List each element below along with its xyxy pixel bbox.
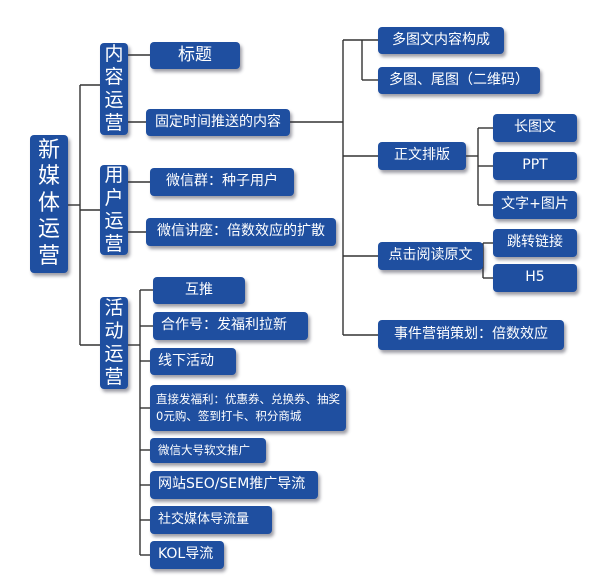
user-ops-node: 用户运营	[100, 164, 128, 255]
jump-link-label: 跳转链接	[507, 234, 563, 251]
read-original-label: 点击阅读原文	[388, 247, 473, 264]
h5-node: H5	[493, 264, 577, 292]
scheduled-content-label: 固定时间推送的内容	[155, 113, 281, 130]
ppt-label: PPT	[522, 157, 548, 174]
activity-item-kol: KOL导流	[150, 541, 224, 569]
activity-item-direct-benefit: 直接发福利：优惠券、兑换券、抽奖0元购、签到打卡、积分商城	[150, 385, 346, 431]
read-original-node: 点击阅读原文	[378, 242, 483, 270]
activity-item-big-account: 微信大号软文推广	[150, 438, 266, 463]
wechat-group-label: 微信群：种子用户	[166, 173, 278, 190]
root-label: 新媒体运营	[37, 138, 60, 269]
title-label: 标题	[178, 44, 212, 65]
activity-item-label: KOL导流	[158, 546, 214, 563]
multi-tail-label: 多图、尾图（二维码）	[389, 71, 529, 88]
wechat-lecture-node: 微信讲座：倍数效应的扩散	[146, 218, 336, 246]
long-image-label: 长图文	[514, 119, 556, 136]
text-image-label: 文字+图片	[501, 196, 569, 213]
activity-item-mutual: 互推	[153, 277, 245, 304]
content-ops-label: 内容运营	[104, 43, 124, 134]
activity-item-label: 互推	[185, 281, 213, 298]
scheduled-content-node: 固定时间推送的内容	[146, 109, 290, 136]
content-ops-node: 内容运营	[100, 43, 128, 135]
h5-label: H5	[525, 269, 545, 286]
activity-item-label: 社交媒体导流量	[158, 511, 250, 527]
event-marketing-node: 事件营销策划：倍数效应	[378, 320, 564, 350]
wechat-group-node: 微信群：种子用户	[150, 168, 294, 196]
layout-node: 正文排版	[378, 142, 466, 170]
activity-ops-label: 活动运营	[104, 297, 124, 388]
activity-item-label: 微信大号软文推广	[158, 443, 250, 458]
ppt-node: PPT	[493, 152, 577, 180]
multi-compose-node: 多图文内容构成	[378, 27, 504, 54]
activity-item-label: 直接发福利：优惠券、兑换券、抽奖0元购、签到打卡、积分商城	[156, 392, 340, 423]
activity-item-seo-sem: 网站SEO/SEM推广导流	[150, 471, 318, 499]
title-node: 标题	[150, 42, 240, 69]
long-image-node: 长图文	[493, 114, 577, 142]
text-image-node: 文字+图片	[493, 191, 577, 219]
activity-item-offline: 线下活动	[150, 348, 236, 375]
event-marketing-label: 事件营销策划：倍数效应	[394, 326, 548, 343]
activity-ops-node: 活动运营	[100, 297, 128, 389]
activity-item-label: 线下活动	[158, 352, 214, 369]
wechat-lecture-label: 微信讲座：倍数效应的扩散	[157, 223, 325, 240]
activity-item-social: 社交媒体导流量	[150, 506, 272, 534]
root-node: 新媒体运营	[30, 135, 68, 273]
multi-tail-node: 多图、尾图（二维码）	[378, 67, 540, 94]
activity-item-label: 合作号：发福利拉新	[161, 317, 287, 334]
user-ops-label: 用户运营	[104, 164, 124, 255]
activity-item-partner: 合作号：发福利拉新	[153, 312, 308, 340]
layout-label: 正文排版	[394, 147, 450, 164]
multi-compose-label: 多图文内容构成	[392, 31, 490, 48]
activity-item-label: 网站SEO/SEM推广导流	[158, 476, 306, 493]
jump-link-node: 跳转链接	[493, 229, 577, 257]
